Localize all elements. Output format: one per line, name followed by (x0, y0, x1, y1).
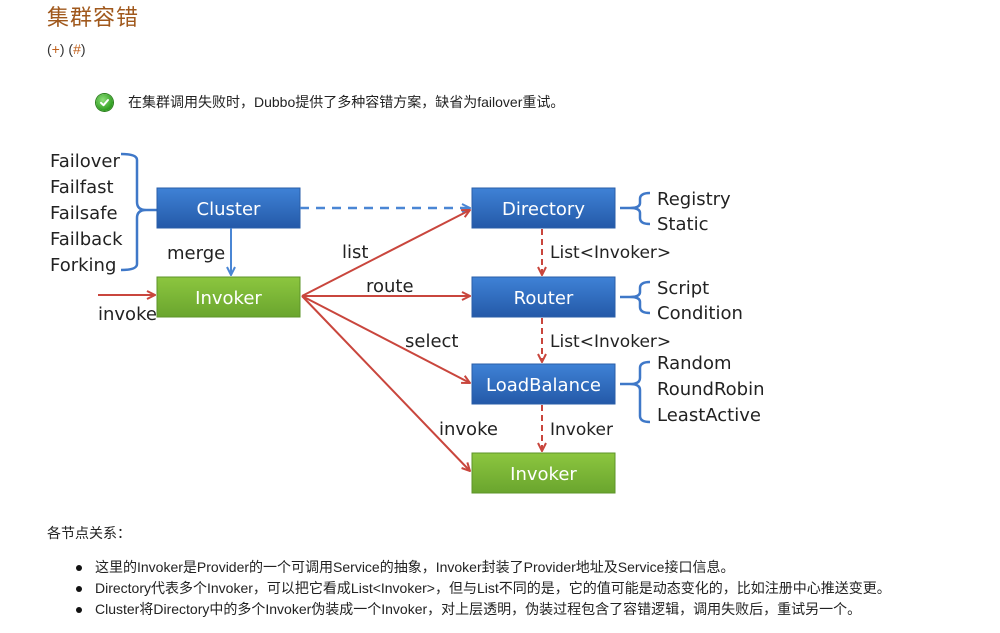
list-label: list (342, 242, 368, 263)
lb-type-roundrobin: RoundRobin (657, 379, 765, 400)
lb-type-leastactive: LeastActive (657, 405, 761, 426)
expand-anchor-link[interactable]: (+) (47, 41, 65, 57)
cluster-fault-tolerance-diagram: Failover Failfast Failsafe Failback Fork… (0, 140, 800, 510)
route-label: route (366, 276, 414, 297)
merge-label: merge (167, 243, 225, 264)
directory-type-static: Static (657, 214, 708, 235)
invoke-out-edge (301, 295, 470, 471)
relations-heading: 各节点关系： (47, 525, 131, 541)
loadbalance-node: LoadBalance (471, 363, 616, 405)
directory-node: Directory (471, 187, 616, 229)
relations-list: 这里的Invoker是Provider的一个可调用Service的抽象，Invo… (76, 557, 891, 620)
select-edge (301, 295, 470, 383)
lb-type-random: Random (657, 353, 732, 374)
invoke-in-label: invoke (98, 304, 157, 325)
directory-brace (629, 191, 651, 226)
note-text: 在集群调用失败时，Dubbo提供了多种容错方案，缺省为failover重试。 (128, 94, 565, 110)
info-note: 在集群调用失败时，Dubbo提供了多种容错方案，缺省为failover重试。 (96, 92, 564, 112)
dir-to-router-label: List<Invoker> (550, 243, 671, 263)
cluster-strategies: Failover Failfast Failsafe Failback Fork… (50, 151, 123, 276)
router-brace (629, 280, 651, 315)
router-node: Router (471, 276, 616, 318)
strategy-failover: Failover (50, 151, 120, 172)
loadbalance-label: LoadBalance (486, 375, 601, 396)
router-type-condition: Condition (657, 303, 743, 324)
list-item: Directory代表多个Invoker，可以把它看成List<Invoker>… (76, 578, 891, 599)
strategy-failback: Failback (50, 229, 123, 250)
strategy-forking: Forking (50, 255, 116, 276)
directory-label: Directory (502, 199, 585, 220)
invoker-top-label: Invoker (195, 288, 262, 309)
cluster-node: Cluster (156, 187, 301, 229)
cluster-brace (120, 152, 147, 272)
router-label: Router (514, 288, 574, 309)
permalink-anchor-link[interactable]: (#) (68, 41, 86, 57)
strategy-failfast: Failfast (50, 177, 114, 198)
invoker-bottom-node: Invoker (471, 452, 616, 494)
page-title: 集群容错 (47, 5, 140, 30)
strategy-failsafe: Failsafe (50, 203, 118, 224)
router-type-script: Script (657, 278, 709, 299)
loadbalance-brace (629, 360, 651, 424)
list-item: Cluster将Directory中的多个Invoker伪装成一个Invoker… (76, 599, 891, 620)
list-item: 这里的Invoker是Provider的一个可调用Service的抽象，Invo… (76, 557, 891, 578)
directory-type-registry: Registry (657, 189, 731, 210)
cluster-label: Cluster (197, 199, 261, 220)
invoker-bottom-label: Invoker (510, 464, 577, 485)
check-circle-icon (96, 93, 113, 111)
list-edge (301, 210, 470, 297)
select-label: select (405, 331, 458, 352)
lb-to-invoker-label: Invoker (550, 420, 613, 440)
invoker-top-node: Invoker (156, 276, 301, 318)
router-to-lb-label: List<Invoker> (550, 332, 671, 352)
heading-anchors: (+) (#) (47, 41, 86, 57)
invoke-out-label: invoke (439, 419, 498, 440)
